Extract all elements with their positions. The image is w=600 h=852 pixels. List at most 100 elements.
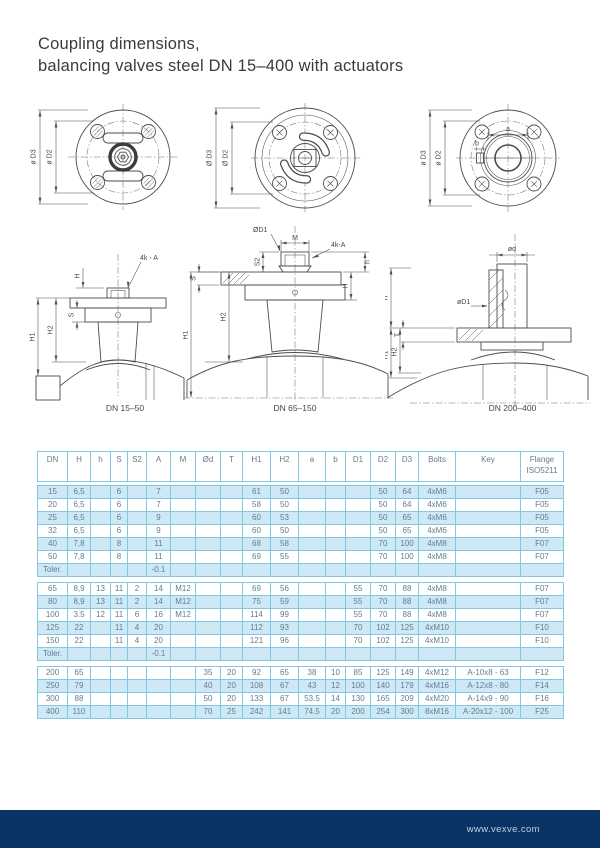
table-cell bbox=[455, 511, 521, 525]
bolt-hole bbox=[474, 124, 490, 140]
table-cell: 55 bbox=[345, 595, 371, 609]
table-cell: 92 bbox=[242, 666, 271, 680]
table-cell bbox=[170, 621, 196, 635]
table-cell: -0.1 bbox=[146, 563, 171, 577]
table-cell bbox=[298, 647, 326, 661]
table-cell bbox=[127, 524, 147, 538]
table-cell: -0.1 bbox=[146, 647, 171, 661]
table-cell: 6 bbox=[110, 498, 128, 512]
dim-label-h2: H2 bbox=[392, 347, 399, 356]
table-cell: 75 bbox=[242, 595, 271, 609]
table-cell bbox=[127, 647, 147, 661]
table-cell bbox=[90, 705, 111, 719]
table-cell: Toler. bbox=[37, 563, 68, 577]
table-cell bbox=[110, 705, 128, 719]
table-cell bbox=[455, 485, 521, 499]
bolt-hole bbox=[474, 176, 490, 192]
table-cell: 130 bbox=[345, 692, 371, 706]
table-cell bbox=[90, 679, 111, 693]
table-cell bbox=[455, 621, 521, 635]
bolt-hole bbox=[526, 124, 542, 140]
table-cell bbox=[455, 595, 521, 609]
table-cell: 8 bbox=[110, 537, 128, 551]
table-cell bbox=[325, 485, 346, 499]
table-cell: 250 bbox=[37, 679, 68, 693]
table-cell: 20 bbox=[146, 621, 171, 635]
table-cell bbox=[90, 550, 111, 564]
table-cell: 6,5 bbox=[67, 511, 91, 525]
table-cell bbox=[90, 647, 111, 661]
column-header: T bbox=[220, 451, 243, 482]
column-header: D1 bbox=[345, 451, 371, 482]
table-cell bbox=[325, 634, 346, 648]
column-header: h bbox=[90, 451, 111, 482]
table-cell bbox=[325, 608, 346, 622]
table-cell bbox=[195, 634, 221, 648]
table-cell bbox=[345, 537, 371, 551]
table-cell bbox=[298, 524, 326, 538]
table-cell: 11 bbox=[110, 608, 128, 622]
column-header: Key bbox=[455, 451, 521, 482]
table-cell: 112 bbox=[242, 621, 271, 635]
bolt-hole bbox=[323, 125, 338, 140]
table-cell bbox=[345, 498, 371, 512]
dim-label-h1: H1 bbox=[30, 332, 37, 341]
table-cell: 60 bbox=[242, 524, 271, 538]
table-cell bbox=[220, 511, 243, 525]
table-cell: 4xM6 bbox=[418, 498, 456, 512]
table-cell bbox=[90, 498, 111, 512]
column-header: Ød bbox=[195, 451, 221, 482]
table-cell: 64 bbox=[395, 498, 419, 512]
bolt-pattern-label: 4k-A bbox=[331, 242, 346, 249]
dim-label-a: a bbox=[506, 126, 510, 133]
table-cell: 150 bbox=[37, 634, 68, 648]
bolt-hole bbox=[90, 175, 105, 190]
table-cell: 43 bbox=[298, 679, 326, 693]
table-cell bbox=[220, 537, 243, 551]
table-cell: 50 bbox=[370, 524, 396, 538]
table-cell: 20 bbox=[220, 692, 243, 706]
table-cell bbox=[195, 608, 221, 622]
table-cell bbox=[90, 511, 111, 525]
table-cell bbox=[298, 550, 326, 564]
table-cell bbox=[325, 582, 346, 596]
table-cell bbox=[195, 537, 221, 551]
table-cell: 300 bbox=[37, 692, 68, 706]
table-cell bbox=[325, 621, 346, 635]
table-cell: 58 bbox=[270, 537, 299, 551]
table-cell: 35 bbox=[195, 666, 221, 680]
table-cell bbox=[325, 511, 346, 525]
table-cell: 100 bbox=[395, 537, 419, 551]
table-cell bbox=[195, 498, 221, 512]
table-cell: 4xM8 bbox=[418, 537, 456, 551]
caption-dn15-50: DN 15–50 bbox=[105, 403, 145, 413]
table-cell: F07 bbox=[520, 582, 564, 596]
table-cell bbox=[170, 550, 196, 564]
dim-label-d3: ø D3 bbox=[31, 149, 38, 164]
dim-label-s: S bbox=[69, 312, 76, 317]
table-cell: 2 bbox=[127, 595, 147, 609]
table-cell bbox=[90, 524, 111, 538]
table-cell bbox=[170, 705, 196, 719]
table-cell: 149 bbox=[395, 666, 419, 680]
table-cell: 11 bbox=[110, 634, 128, 648]
table-cell: 69 bbox=[242, 582, 271, 596]
table-cell: 4xM10 bbox=[418, 621, 456, 635]
table-cell: 11 bbox=[110, 582, 128, 596]
table-cell bbox=[90, 692, 111, 706]
table-cell: 65 bbox=[395, 524, 419, 538]
table-cell bbox=[345, 485, 371, 499]
table-cell: 55 bbox=[270, 550, 299, 564]
table-cell: 6 bbox=[110, 524, 128, 538]
dim-label-h-small: h bbox=[365, 260, 372, 264]
table-cell: 3.5 bbox=[67, 608, 91, 622]
table-cell: 14 bbox=[146, 582, 171, 596]
table-cell: 4xM12 bbox=[418, 666, 456, 680]
table-row: Toler. -0.1 bbox=[37, 563, 564, 577]
column-header: S bbox=[110, 451, 128, 482]
table-cell bbox=[110, 692, 128, 706]
table-cell bbox=[298, 485, 326, 499]
table-cell: 133 bbox=[242, 692, 271, 706]
table-cell bbox=[127, 485, 147, 499]
